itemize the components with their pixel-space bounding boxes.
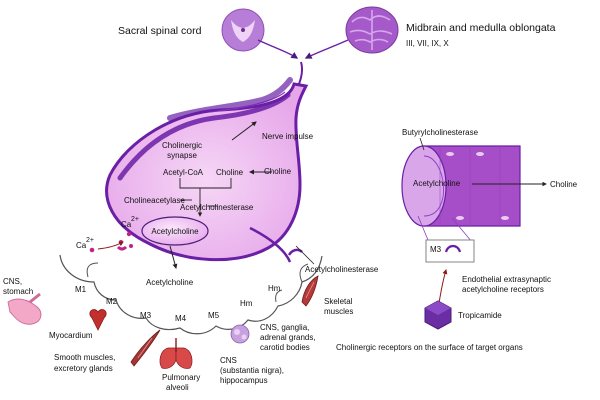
- presynaptic-terminal: [105, 77, 309, 262]
- cholineacetylase-label: Cholineacetylase: [124, 196, 185, 205]
- acetylcholinesterase-inner-label: Acetylcholinesterase: [180, 203, 254, 212]
- sacral-spinal-cord-label: Sacral spinal cord: [118, 25, 202, 37]
- acetylcholinesterase-cleft-label: Acetylcholinesterase: [305, 265, 379, 274]
- receptor-hm-left: Hm: [240, 299, 253, 308]
- release-arrow: [169, 245, 178, 269]
- acetylcholine-vesicle-label: Acetylcholine: [151, 227, 199, 236]
- receptor-m3: M3: [140, 311, 152, 320]
- ca-right-charge: 2+: [131, 216, 139, 223]
- ca-left-charge: 2+: [86, 237, 94, 244]
- acetyl-coa-label: Acetyl-CoA: [163, 168, 204, 177]
- pulmonary-label-1: Pulmonary: [162, 373, 200, 382]
- myocardium-label: Myocardium: [49, 331, 93, 340]
- ache-leader-line: [295, 245, 315, 265]
- nerve-impulse-label: Nerve impulse: [262, 132, 314, 141]
- heart-icon: [89, 309, 107, 331]
- butyrylcholinesterase-label: Butyrylcholinesterase: [402, 128, 479, 137]
- cholinergic-synapse-label-1: Cholinergic: [162, 141, 202, 150]
- endothelial-label-1: Endothelial extrasynaptic: [462, 275, 551, 284]
- cholinergic-synapse-label-2: synapse: [167, 151, 197, 160]
- choline-outer-label: Choline: [264, 167, 292, 176]
- skeletal-label-1: Skeletal: [324, 297, 353, 306]
- midbrain-medulla-label: Midbrain and medulla oblongata: [406, 22, 556, 34]
- receptor-m1: M1: [75, 285, 87, 294]
- buche-leader-line: [419, 137, 425, 151]
- receptor-m5: M5: [208, 311, 220, 320]
- cns-nigra-label-1: CNS: [220, 356, 237, 365]
- pulmonary-label-2: alveoli: [166, 383, 189, 392]
- ganglia-icon: [230, 324, 250, 344]
- vessel-m3-label: M3: [430, 245, 442, 254]
- blood-vessel: [401, 145, 521, 227]
- stomach-icon: [7, 292, 42, 325]
- skeletal-muscle-icon: [301, 275, 319, 307]
- vessel-acetylcholine-label: Acetylcholine: [413, 179, 461, 188]
- vessel-choline-label: Choline: [550, 180, 578, 189]
- receptor-m4: M4: [175, 314, 187, 323]
- choline-inner-label: Choline: [216, 168, 244, 177]
- ache-cleft-marker: [249, 226, 292, 263]
- receptor-m2: M2: [106, 297, 118, 306]
- endothelial-label-2: acetylcholine receptors: [462, 285, 544, 294]
- tropicamide-label: Tropicamide: [458, 311, 502, 320]
- vessel-caption: Cholinergic receptors on the surface of …: [336, 343, 523, 352]
- ganglia-label-3: carotid bodies: [260, 343, 310, 352]
- skeletal-label-2: muscles: [324, 307, 353, 316]
- cns-nigra-label-2: (substantia nigra),: [220, 366, 284, 375]
- acetylcholine-cleft-label: Acetylcholine: [146, 278, 194, 287]
- lungs-icon: [159, 338, 193, 369]
- spinal-cord-cross-section-icon: [221, 8, 265, 52]
- cns-nigra-label-3: hippocampus: [220, 376, 268, 385]
- cranial-nerves-label: III, VII, IX, X: [406, 39, 449, 48]
- cns-stomach-label-2: stomach: [3, 287, 33, 296]
- acetylcholine-vesicle: [141, 216, 209, 246]
- brain-icon: [345, 6, 399, 54]
- calcium-entry: [89, 231, 133, 253]
- hexagon-molecule-icon: [424, 300, 452, 330]
- synthesis-bracket: [179, 178, 232, 217]
- smooth-muscles-label-1: Smooth muscles,: [54, 353, 115, 362]
- receptor-hm-right: Hm: [268, 284, 281, 293]
- ganglia-label-1: CNS, ganglia,: [260, 323, 309, 332]
- cns-stomach-label-1: CNS,: [3, 277, 22, 286]
- ca-left-label: Ca: [76, 241, 87, 250]
- nerve-impulse-arrow: [231, 121, 257, 141]
- postsynaptic-membrane: [59, 254, 323, 335]
- ganglia-label-2: adrenal grands,: [260, 333, 316, 342]
- m3-receptor-inset: [417, 215, 475, 263]
- ache-enzyme-marker: [287, 248, 303, 256]
- smooth-muscle-icon: [130, 329, 161, 367]
- ca-right-label: Ca: [121, 220, 132, 229]
- smooth-muscles-label-2: excretory glands: [54, 364, 113, 373]
